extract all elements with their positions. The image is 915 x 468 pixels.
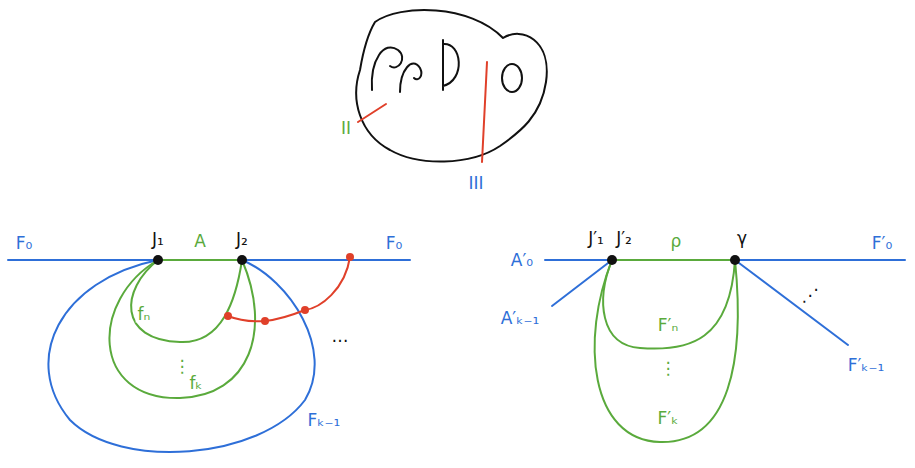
cut-line: [482, 62, 487, 162]
cut-line: [358, 104, 386, 122]
math-label: A: [192, 233, 208, 250]
handle-hole: [502, 64, 522, 92]
math-label: ⋮: [658, 360, 679, 377]
math-label: F′ₙ: [656, 317, 680, 334]
math-label: III: [466, 175, 485, 192]
math-label: II: [339, 120, 353, 137]
math-label: A′ₖ₋₁: [499, 310, 542, 327]
green-loop: [109, 260, 255, 398]
blue-edge: [545, 259, 612, 261]
math-label: γ: [735, 230, 749, 247]
math-label: ⋮: [172, 358, 193, 375]
green-edge: [158, 259, 242, 261]
handle-curl: [372, 47, 402, 90]
math-label: ρ: [669, 233, 684, 250]
blue-edge: [735, 259, 905, 261]
math-label: J₂: [234, 231, 250, 248]
blue-edge: [242, 259, 410, 261]
math-label: Fₖ₋₁: [306, 412, 343, 429]
math-label: …: [330, 328, 351, 345]
math-label: J₁: [150, 231, 166, 248]
green-loop: [595, 260, 738, 442]
blue-edge: [8, 259, 158, 261]
green-edge: [612, 259, 735, 261]
handle-d: [443, 40, 459, 90]
math-label: F′ₖ: [656, 410, 681, 427]
green-loop: [603, 260, 735, 349]
math-label: F₀: [384, 235, 405, 252]
math-label: J′₁: [586, 230, 606, 247]
green-loop: [131, 260, 242, 342]
math-label: F₀: [14, 235, 35, 252]
math-label: A′₀: [509, 252, 535, 269]
math-label: F′ₖ₋₁: [846, 357, 887, 374]
handle-curl: [400, 64, 421, 92]
math-label: fₖ: [187, 375, 204, 392]
math-label: ⋰: [800, 287, 821, 304]
surface-outline: [356, 10, 547, 162]
math-label: J′₂: [614, 230, 634, 247]
blue-edge: [735, 260, 848, 345]
red-arc: [228, 257, 350, 321]
math-label: fₙ: [136, 306, 153, 323]
blue-loop: [48, 260, 314, 452]
math-label: F′₀: [870, 235, 894, 252]
